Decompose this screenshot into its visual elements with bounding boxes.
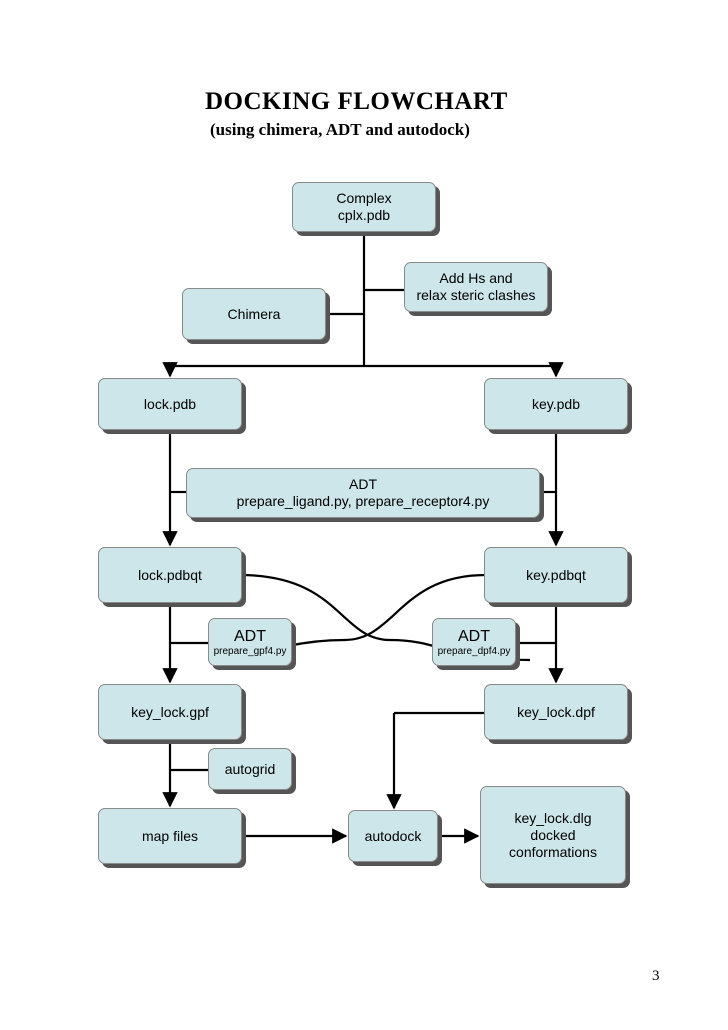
autodock-box: autodock [348,810,438,862]
lock-pdb-box: lock.pdb [98,378,242,430]
page-number: 3 [652,968,660,984]
key-pdbqt-box: key.pdbqt [484,547,628,603]
complex-box: Complex cplx.pdb [292,182,436,232]
lock-pdb-label: lock.pdb [143,395,197,412]
key-lock-dpf-label: key_lock.dpf [517,703,595,720]
adt-prepare-box: ADT prepare_ligand.py, prepare_receptor4… [186,468,540,518]
adt-dpf-label: ADT [458,628,490,645]
complex-filename: cplx.pdb [337,207,391,223]
map-files-box: map files [98,808,242,864]
key-pdb-box: key.pdb [484,378,628,430]
autogrid-box: autogrid [208,748,292,790]
key-lock-dpf-box: key_lock.dpf [484,684,628,740]
autogrid-label: autogrid [224,760,276,777]
adt-prepare-label: ADT [349,476,377,492]
key-pdbqt-label: key.pdbqt [526,566,586,583]
autodock-label: autodock [364,827,422,844]
adt-gpf-label: ADT [234,628,266,645]
adt-gpf-box: ADT prepare_gpf4.py [208,618,292,666]
map-files-label: map files [141,827,199,844]
adt-dpf-script: prepare_dpf4.py [437,646,511,657]
adt-dpf-box: ADT prepare_dpf4.py [432,618,516,666]
page-subtitle: (using chimera, ADT and autodock) [210,120,470,139]
complex-label: Complex [336,190,392,206]
key-lock-gpf-box: key_lock.gpf [98,684,242,740]
chimera-label: Chimera [227,305,281,322]
add-hs-box: Add Hs and relax steric clashes [404,262,548,312]
lock-pdbqt-box: lock.pdbqt [98,547,242,603]
adt-gpf-script: prepare_gpf4.py [213,646,287,657]
key-lock-dlg-conformations: conformations [509,843,597,860]
key-lock-dlg-label: key_lock.dlg [514,809,592,826]
add-hs-label: Add Hs and [439,270,513,286]
key-lock-dlg-box: key_lock.dlg docked conformations [480,786,626,884]
page-title: DOCKING FLOWCHART [205,88,508,115]
adt-prepare-scripts: prepare_ligand.py, prepare_receptor4.py [236,493,490,509]
lock-pdbqt-label: lock.pdbqt [138,566,202,583]
add-hs-detail: relax steric clashes [416,287,536,303]
key-lock-gpf-label: key_lock.gpf [131,703,209,720]
key-lock-dlg-docked: docked [530,826,576,843]
chimera-box: Chimera [182,288,326,340]
key-pdb-label: key.pdb [532,395,580,412]
